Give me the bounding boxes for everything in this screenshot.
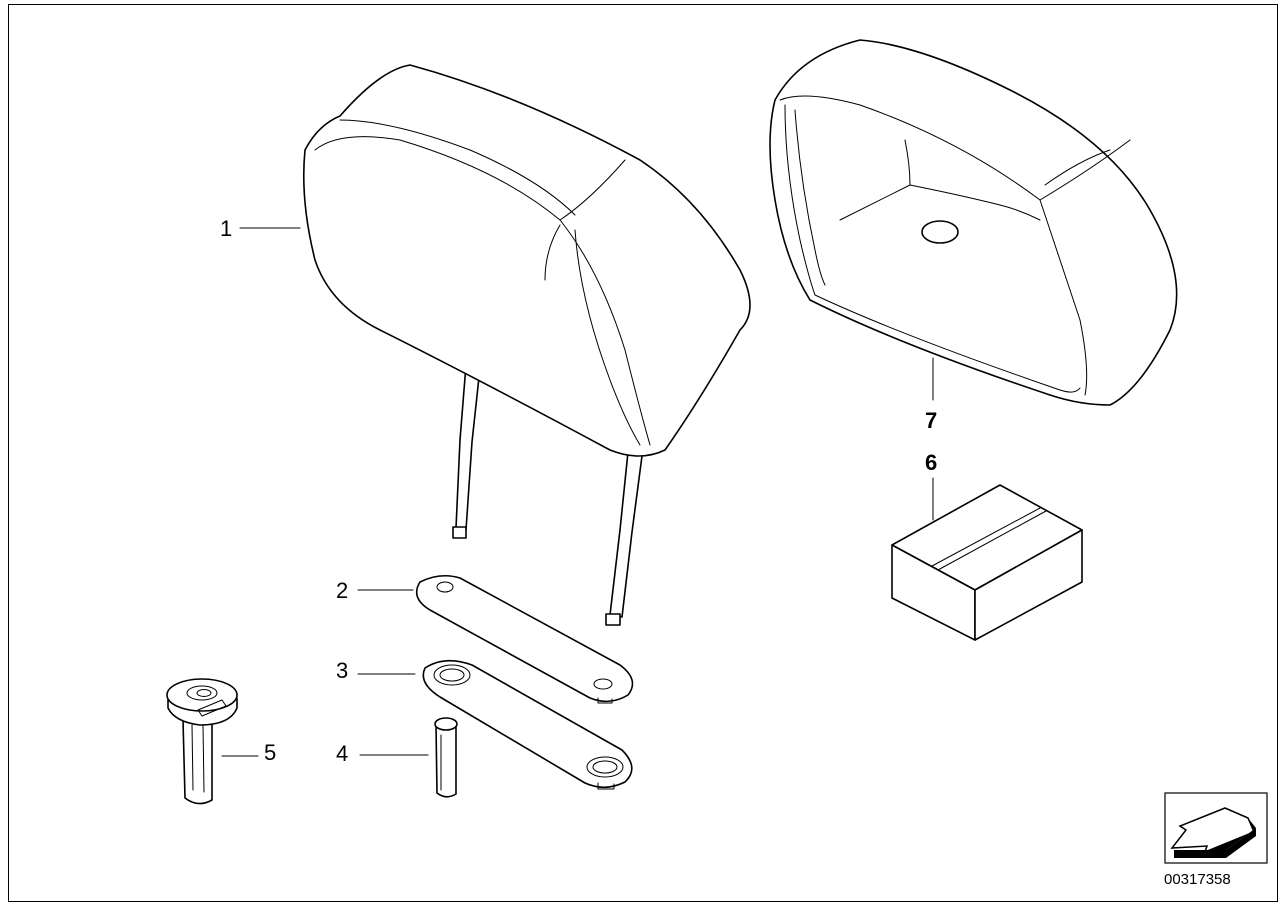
document-number: 00317358 xyxy=(1164,871,1231,888)
callout-1: 1 xyxy=(220,216,232,241)
callout-5: 5 xyxy=(264,740,276,765)
callout-2: 2 xyxy=(336,578,348,603)
headrest-part[interactable] xyxy=(302,64,751,626)
plate-with-recess-part[interactable] xyxy=(422,659,633,790)
headrest-cover-part[interactable] xyxy=(769,39,1178,406)
guide-sleeve-part[interactable] xyxy=(166,678,238,805)
box-part[interactable] xyxy=(891,484,1083,641)
callout-4: 4 xyxy=(336,741,348,766)
pin-part[interactable] xyxy=(434,717,458,798)
diagram-frame xyxy=(8,4,1278,902)
callout-6: 6 xyxy=(925,450,937,475)
arrow-back-icon[interactable] xyxy=(1164,792,1268,864)
callout-7: 7 xyxy=(925,408,937,433)
plate-part[interactable] xyxy=(415,574,634,704)
callout-3: 3 xyxy=(336,658,348,683)
